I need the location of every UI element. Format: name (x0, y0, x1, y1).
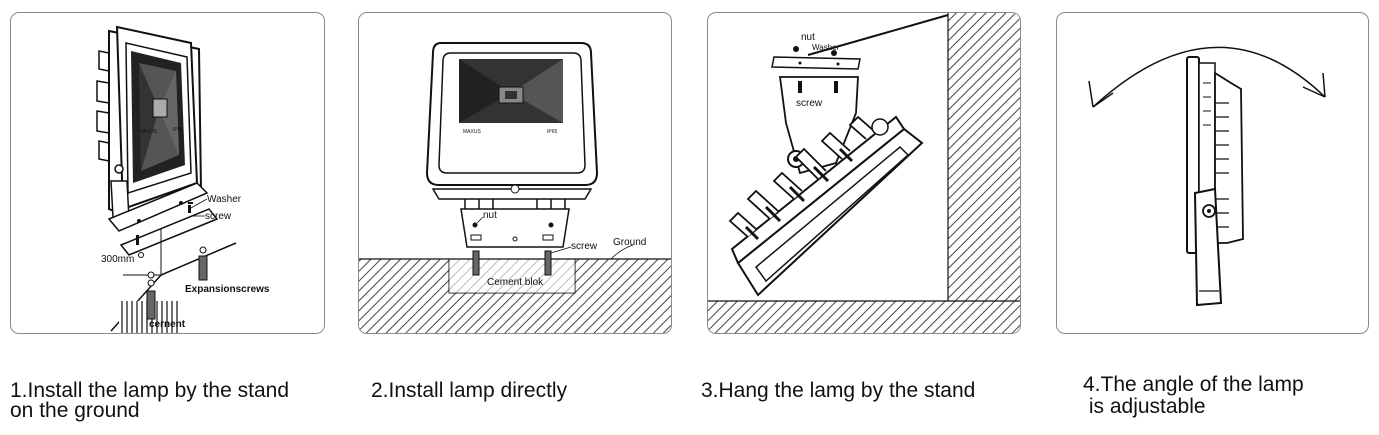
step-3-caption: 3.Hang the lamg by the stand (701, 379, 976, 402)
rotation-arc (1092, 46, 1326, 108)
step-1-caption-line2: on the ground (10, 399, 140, 422)
step-2-panel: Cement blok MAXUS IP65 nut screw (358, 12, 672, 334)
nut-label: nut (801, 32, 815, 43)
adjustable-angle-illustration (1088, 46, 1326, 307)
washer-label: Washer (812, 43, 840, 52)
expansion-screw-right (198, 255, 208, 281)
mounting-plate (771, 56, 861, 70)
step-3-panel: nut Washer screw (707, 12, 1021, 334)
floodlight-lamp: MAXUS IP65 (425, 42, 599, 219)
lamp-rating-text: IP65 (547, 129, 558, 135)
washer-label: Washer (207, 194, 242, 205)
lamp-rating-text: IP65 (173, 127, 184, 133)
lamp-stand (460, 208, 570, 248)
distance-label: 300mm (101, 254, 134, 265)
step-4-panel (1056, 12, 1369, 334)
nut-label: nut (483, 210, 497, 221)
step-1-panel: MAXUS IP65 Washer screw 300mm Expansio (10, 12, 325, 334)
step-4-caption-line2: is adjustable (1083, 395, 1206, 418)
direct-ground-install-illustration: Cement blok MAXUS IP65 nut screw (359, 42, 671, 333)
screw-label: screw (571, 241, 598, 252)
wall-hatching (948, 13, 1020, 333)
hanging-install-illustration: nut Washer screw (708, 13, 1020, 333)
screw-label: screw (205, 211, 232, 222)
floor-hatching (708, 301, 1020, 333)
step-2-caption: 2.Install lamp directly (371, 379, 568, 402)
ground-screw-left (472, 250, 480, 276)
lower-base-plate (119, 208, 219, 256)
cement-block-label: Cement blok (487, 277, 544, 288)
step-4-caption-line1: 4.The angle of the lamp (1083, 373, 1304, 396)
expansion-screw-left (146, 290, 156, 320)
right-arrowhead (1302, 72, 1326, 98)
ground-label: Ground (613, 237, 646, 248)
side-bracket (1193, 187, 1223, 307)
floodlight-lamp (728, 115, 924, 297)
upper-base-plate (107, 182, 209, 232)
ground-screw-right (544, 250, 552, 276)
ground-stand-install-illustration: MAXUS IP65 Washer screw 300mm Expansio (96, 25, 324, 333)
floodlight-lamp: MAXUS IP65 (96, 25, 203, 220)
screw-label: screw (796, 98, 823, 109)
lamp-brand-text: MAXUS (139, 129, 157, 135)
left-arrowhead (1088, 80, 1114, 108)
cement-label: cernent (149, 319, 186, 330)
lamp-brand-text: MAXUS (463, 129, 481, 135)
floodlight-lamp-side (1186, 56, 1244, 307)
step-1-caption-line1: 1.Install the lamp by the stand (10, 379, 289, 402)
expansion-screws-label: Expansionscrews (185, 284, 270, 295)
